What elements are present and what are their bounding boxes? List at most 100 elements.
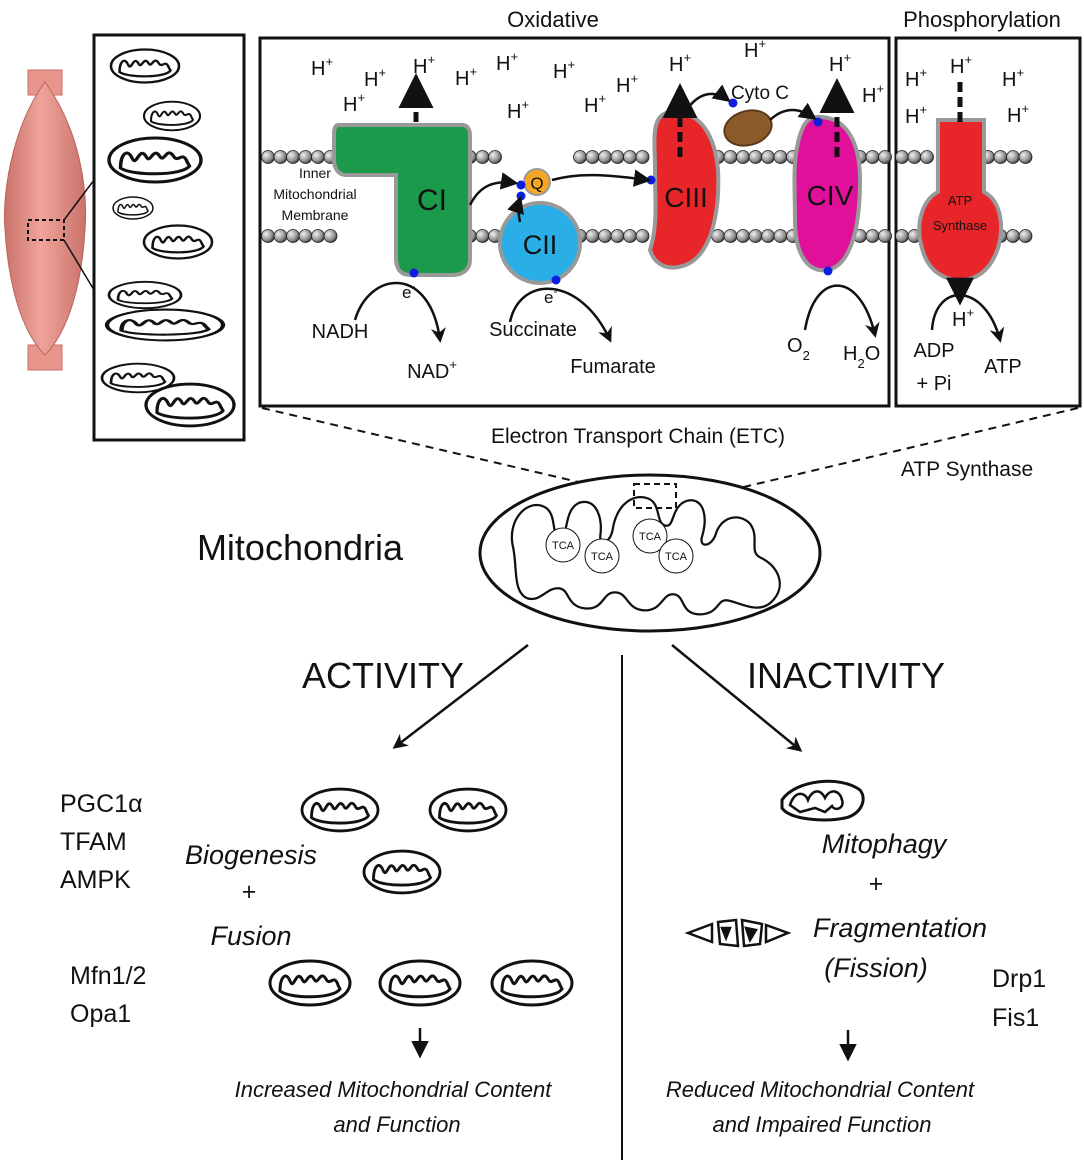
h2o-label: H2O <box>843 343 880 371</box>
lipid-bead <box>475 150 490 164</box>
electron-label-2: e- <box>544 284 557 307</box>
marker-mfn: Mfn1/2 <box>70 962 146 990</box>
lipid-bead <box>920 150 934 164</box>
marker-fis1: Fis1 <box>992 1004 1039 1032</box>
complex-4-label: CIV <box>807 180 854 211</box>
tca-label-3: TCA <box>639 531 662 543</box>
lipid-bead <box>261 150 275 164</box>
proton-label: H+ <box>744 36 766 62</box>
proton-label: H+ <box>413 52 435 78</box>
proton-label: H+ <box>905 102 927 128</box>
svg-text:Membrane: Membrane <box>282 207 349 223</box>
lipid-bead <box>610 229 625 243</box>
proton-label: H+ <box>1007 101 1029 127</box>
proton-label: H+ <box>343 90 365 116</box>
inactivity-plus: + <box>869 870 884 898</box>
fusion-label: Fusion <box>210 921 291 951</box>
succinate-label: Succinate <box>489 319 577 341</box>
lipid-bead <box>1006 229 1020 243</box>
proton-label: H+ <box>952 305 974 331</box>
activity-outcome-1: Increased Mitochondrial Content <box>235 1077 553 1102</box>
inactivity-outcome-1: Reduced Mitochondrial Content <box>666 1077 975 1102</box>
complex-3-label: CIII <box>664 182 708 213</box>
lipid-bead <box>736 229 750 243</box>
proton-label: H+ <box>496 49 518 75</box>
lipid-bead <box>865 150 880 164</box>
atp-synthase: ATP Synthase <box>917 118 1004 283</box>
proton-label: H+ <box>862 81 884 107</box>
complex-2: CII <box>498 201 582 285</box>
tca-circles: TCA TCA TCA TCA <box>545 518 694 574</box>
lipid-bead <box>311 150 325 164</box>
phosphorylation-label: Phosphorylation <box>903 7 1061 32</box>
electron-transfer-arrows <box>468 84 817 223</box>
marker-opa1: Opa1 <box>70 1000 131 1028</box>
lipid-bead <box>488 150 502 164</box>
o2-label: O2 <box>787 335 810 363</box>
lipid-bead <box>298 150 313 164</box>
lipid-bead <box>323 229 338 243</box>
atp-label: ATP <box>984 356 1021 378</box>
tca-label-2: TCA <box>591 551 614 563</box>
lipid-bead <box>773 150 788 164</box>
complex-4: CIV <box>792 114 863 273</box>
muscle-mitochondria-panel <box>92 33 246 442</box>
marker-pgc1a: PGC1α <box>60 790 143 818</box>
lipid-bead <box>736 150 750 164</box>
electron-label-1: e- <box>402 279 415 302</box>
lipid-bead <box>878 229 892 243</box>
mitophagy-mitochondrion <box>780 779 865 822</box>
complex-2-label: CII <box>523 230 558 260</box>
etc-caption: Electron Transport Chain (ETC) <box>491 425 785 448</box>
cytochrome-c: Cyto C <box>723 83 789 147</box>
fusion-markers: Mfn1/2 Opa1 <box>70 962 146 1028</box>
membrane-label: Inner Mitochondrial Membrane <box>273 165 356 223</box>
oxidative-label: Oxidative <box>507 7 599 32</box>
activity-plus: + <box>242 878 257 906</box>
lipid-bead <box>635 150 650 164</box>
lipid-bead <box>1006 150 1020 164</box>
lipid-bead <box>865 229 880 243</box>
inactivity-heading: INACTIVITY <box>747 655 945 696</box>
lipid-bead <box>475 229 490 243</box>
lipid-bead <box>895 229 909 243</box>
atp-synthase-label-2: Synthase <box>933 218 987 233</box>
proton-label: H+ <box>507 97 529 123</box>
lipid-bead <box>761 150 775 164</box>
ubiquinone: Q <box>523 168 551 196</box>
central-mitochondrion: TCA TCA TCA TCA <box>478 473 822 633</box>
proton-label: H+ <box>584 91 606 117</box>
lipid-bead <box>907 150 922 164</box>
proton-label: H+ <box>950 52 972 78</box>
inactivity-arrow <box>671 644 803 752</box>
lipid-bead <box>623 229 637 243</box>
lipid-bead <box>598 229 612 243</box>
cyto-c-label: Cyto C <box>731 83 789 104</box>
etc-zoom-box <box>633 483 677 509</box>
activity-markers: PGC1α TFAM AMPK <box>60 790 143 894</box>
lipid-bead <box>286 150 300 164</box>
lipid-bead <box>748 150 763 164</box>
ubiquinone-label: Q <box>530 174 543 193</box>
nadh-label: NADH <box>312 321 369 343</box>
proton-label: H+ <box>669 50 691 76</box>
mitophagy-label: Mitophagy <box>822 829 948 859</box>
lipid-bead <box>261 229 275 243</box>
lipid-bead <box>273 150 288 164</box>
proton-label: H+ <box>553 57 575 83</box>
complex-3: CIII <box>647 109 721 270</box>
lipid-bead <box>585 229 600 243</box>
marker-ampk: AMPK <box>60 866 131 894</box>
lipid-bead <box>773 229 788 243</box>
muscle-fiber <box>3 69 95 371</box>
fragmentation-label: Fragmentation <box>813 913 987 943</box>
marker-drp1: Drp1 <box>992 965 1046 993</box>
activity-outcome-2: and Function <box>333 1112 460 1137</box>
pi-label: + Pi <box>916 373 951 395</box>
lipid-bead <box>895 150 909 164</box>
lipid-bead <box>748 229 763 243</box>
lipid-bead <box>723 150 738 164</box>
zoom-box <box>27 219 65 241</box>
fission-label: (Fission) <box>824 953 928 983</box>
proton-labels: H+H+H+H+H+H+H+H+H+H+H+H+H+H+H+H+H+H+H+H+ <box>311 36 1029 331</box>
